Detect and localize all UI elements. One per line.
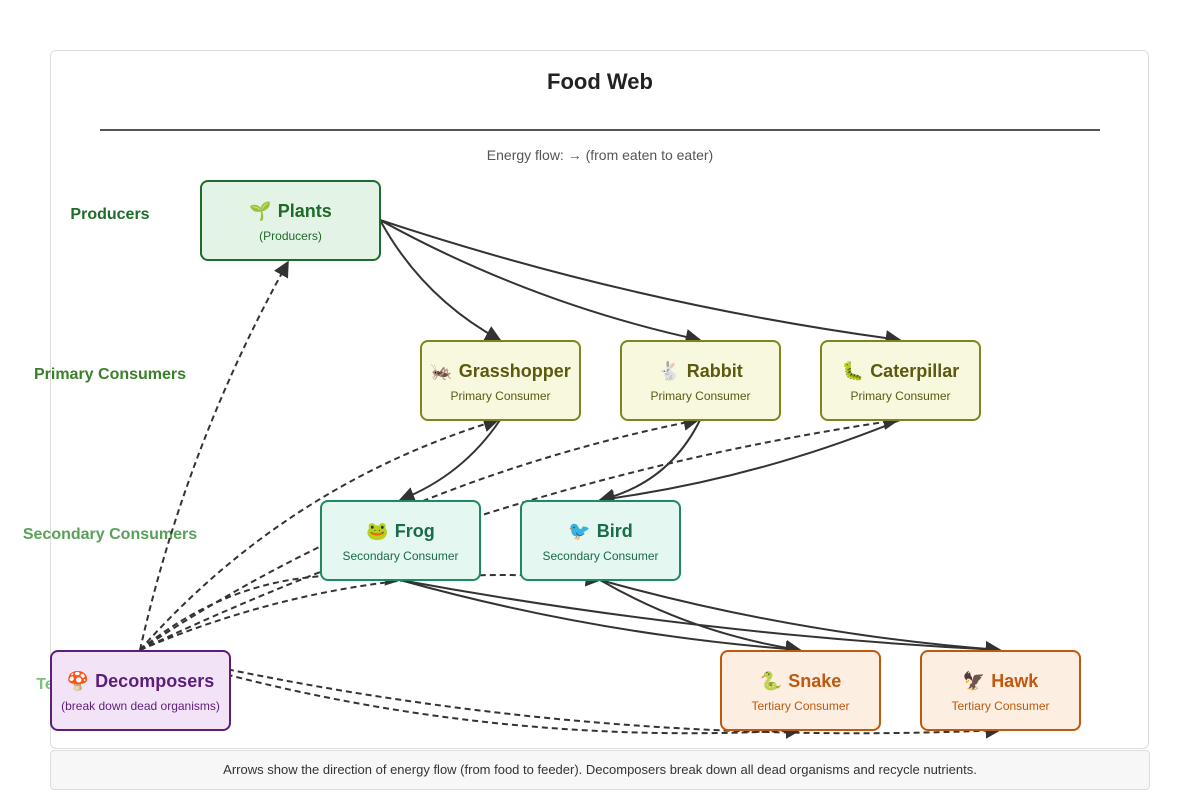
edge-decomposers-to-grasshopper [139,416,500,651]
level-label-primary: Primary Consumers [33,366,187,383]
edge-decomposers-to-hawk [139,649,1002,739]
edge-decomposers-to-snake [139,649,802,739]
node-frog-name: Frog [394,521,435,541]
node-decomposers-role: (break down dead organisms) [61,699,220,713]
node-grasshopper-role: Primary Consumer [450,389,551,403]
node-plants-name: Plants [277,201,332,221]
node-hawk-name: Hawk [991,671,1039,691]
level-label-tertiary: Te [36,676,54,693]
node-grasshopper-name: Grasshopper [458,361,571,381]
node-snake-role: Tertiary Consumer [751,699,850,713]
frog-icon: 🐸 [366,521,389,541]
node-caterpillar: 🐛Caterpillar Primary Consumer [820,340,981,421]
title-divider [100,129,1100,131]
node-plants-role: (Producers) [259,229,322,243]
node-bird-role: Secondary Consumer [542,549,659,563]
node-hawk-role: Tertiary Consumer [951,699,1050,713]
rabbit-icon: 🐇 [658,361,681,381]
cricket-icon: 🦗 [430,361,453,381]
node-frog: 🐸Frog Secondary Consumer [320,500,481,581]
node-snake: 🐍Snake Tertiary Consumer [720,650,881,731]
edge-rabbit-to-bird [598,419,701,505]
node-bird: 🐦Bird Secondary Consumer [520,500,681,581]
level-label-producers: Producers [70,206,150,223]
edge-plants-to-caterpillar [379,219,902,347]
seedling-icon: 🌱 [249,201,272,221]
diagram-title: Food Web [547,69,653,94]
node-plants: 🌱Plants (Producers) [200,180,381,261]
edge-bird-to-hawk [599,579,1002,657]
node-rabbit: 🐇Rabbit Primary Consumer [620,340,781,421]
node-decomposers-name: Decomposers [95,671,215,691]
edge-grasshopper-to-frog [398,419,501,503]
node-rabbit-role: Primary Consumer [650,389,751,403]
level-label-secondary: Secondary Consumers [22,526,198,543]
edge-plants-to-grasshopper [379,219,502,341]
edge-bird-to-snake [599,579,802,656]
edge-frog-to-snake [399,579,802,657]
edge-plants-to-rabbit [379,219,702,345]
node-decomposers: 🍄Decomposers (break down dead organisms) [50,650,231,731]
node-rabbit-name: Rabbit [686,361,743,381]
node-snake-name: Snake [788,671,842,691]
footer-note: Arrows show the direction of energy flow… [50,750,1150,790]
node-caterpillar-name: Caterpillar [870,361,960,381]
edge-decomposers-to-caterpillar [139,414,900,651]
snake-icon: 🐍 [759,671,783,691]
bird-icon: 🐦 [568,521,591,541]
eagle-icon: 🦅 [962,671,986,691]
edge-decomposers-to-plants [139,260,289,651]
mushroom-icon: 🍄 [66,671,90,691]
edge-caterpillar-to-bird [598,419,901,507]
node-bird-name: Bird [596,521,633,541]
caterpillar-icon: 🐛 [841,361,865,381]
node-hawk: 🦅Hawk Tertiary Consumer [920,650,1081,731]
node-frog-role: Secondary Consumer [342,549,459,563]
node-grasshopper: 🦗Grasshopper Primary Consumer [420,340,581,421]
energy-flow-note: Energy flow: → (from eaten to eater) [486,147,714,163]
node-caterpillar-role: Primary Consumer [850,389,951,403]
